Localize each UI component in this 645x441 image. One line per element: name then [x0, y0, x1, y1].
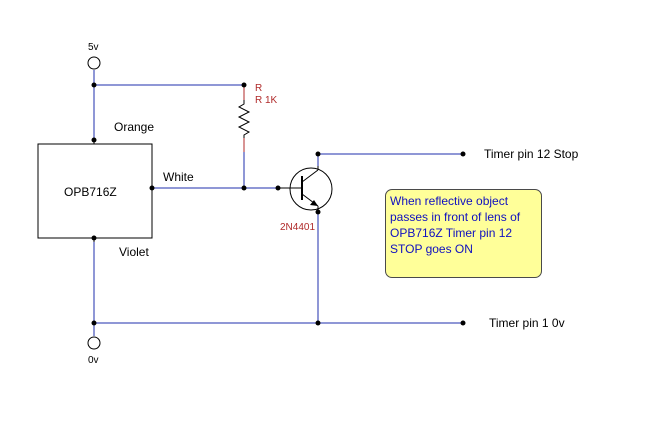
- transistor-collector-lead: [301, 169, 319, 183]
- junction-dot: [241, 185, 247, 191]
- junction-dot: [241, 82, 247, 88]
- junction-dot: [91, 137, 97, 143]
- junction-dot: [91, 235, 97, 241]
- junction-dot: [460, 320, 466, 326]
- transistor-part-label: 2N4401: [280, 222, 315, 233]
- gnd-label: 0v: [88, 355, 99, 366]
- wire-label-orange: Orange: [114, 120, 154, 134]
- junction-dot: [315, 209, 321, 215]
- resistor-value-label: R 1K: [255, 95, 278, 106]
- wires: [93, 70, 463, 336]
- gnd-terminal: [87, 336, 101, 350]
- junction-dot: [460, 151, 466, 157]
- resistor-r1: [237, 85, 251, 188]
- transistor-body: [289, 167, 333, 211]
- junction-dot: [275, 185, 281, 191]
- annotation-note: When reflective object passes in front o…: [385, 189, 542, 278]
- output-label-common: Timer pin 1 0v: [489, 316, 565, 330]
- sensor-part-label: OPB716Z: [64, 185, 117, 199]
- opb716z-sensor-box: [37, 143, 153, 239]
- junction-dot: [91, 320, 97, 326]
- wire-label-white: White: [163, 170, 194, 184]
- resistor-body: [237, 100, 251, 138]
- transistor-emitter-arrow: [310, 200, 318, 206]
- junction-dots: [91, 82, 466, 326]
- junction-dot: [149, 185, 155, 191]
- resistor-ref-label: R: [255, 83, 262, 94]
- vcc-terminal: [87, 56, 101, 70]
- junction-dot: [91, 82, 97, 88]
- transistor-q1: [278, 166, 333, 212]
- junction-dot: [315, 151, 321, 157]
- junction-dot: [315, 320, 321, 326]
- vcc-label: 5v: [88, 42, 99, 53]
- output-label-stop: Timer pin 12 Stop: [484, 147, 579, 161]
- wire-label-violet: Violet: [119, 245, 149, 259]
